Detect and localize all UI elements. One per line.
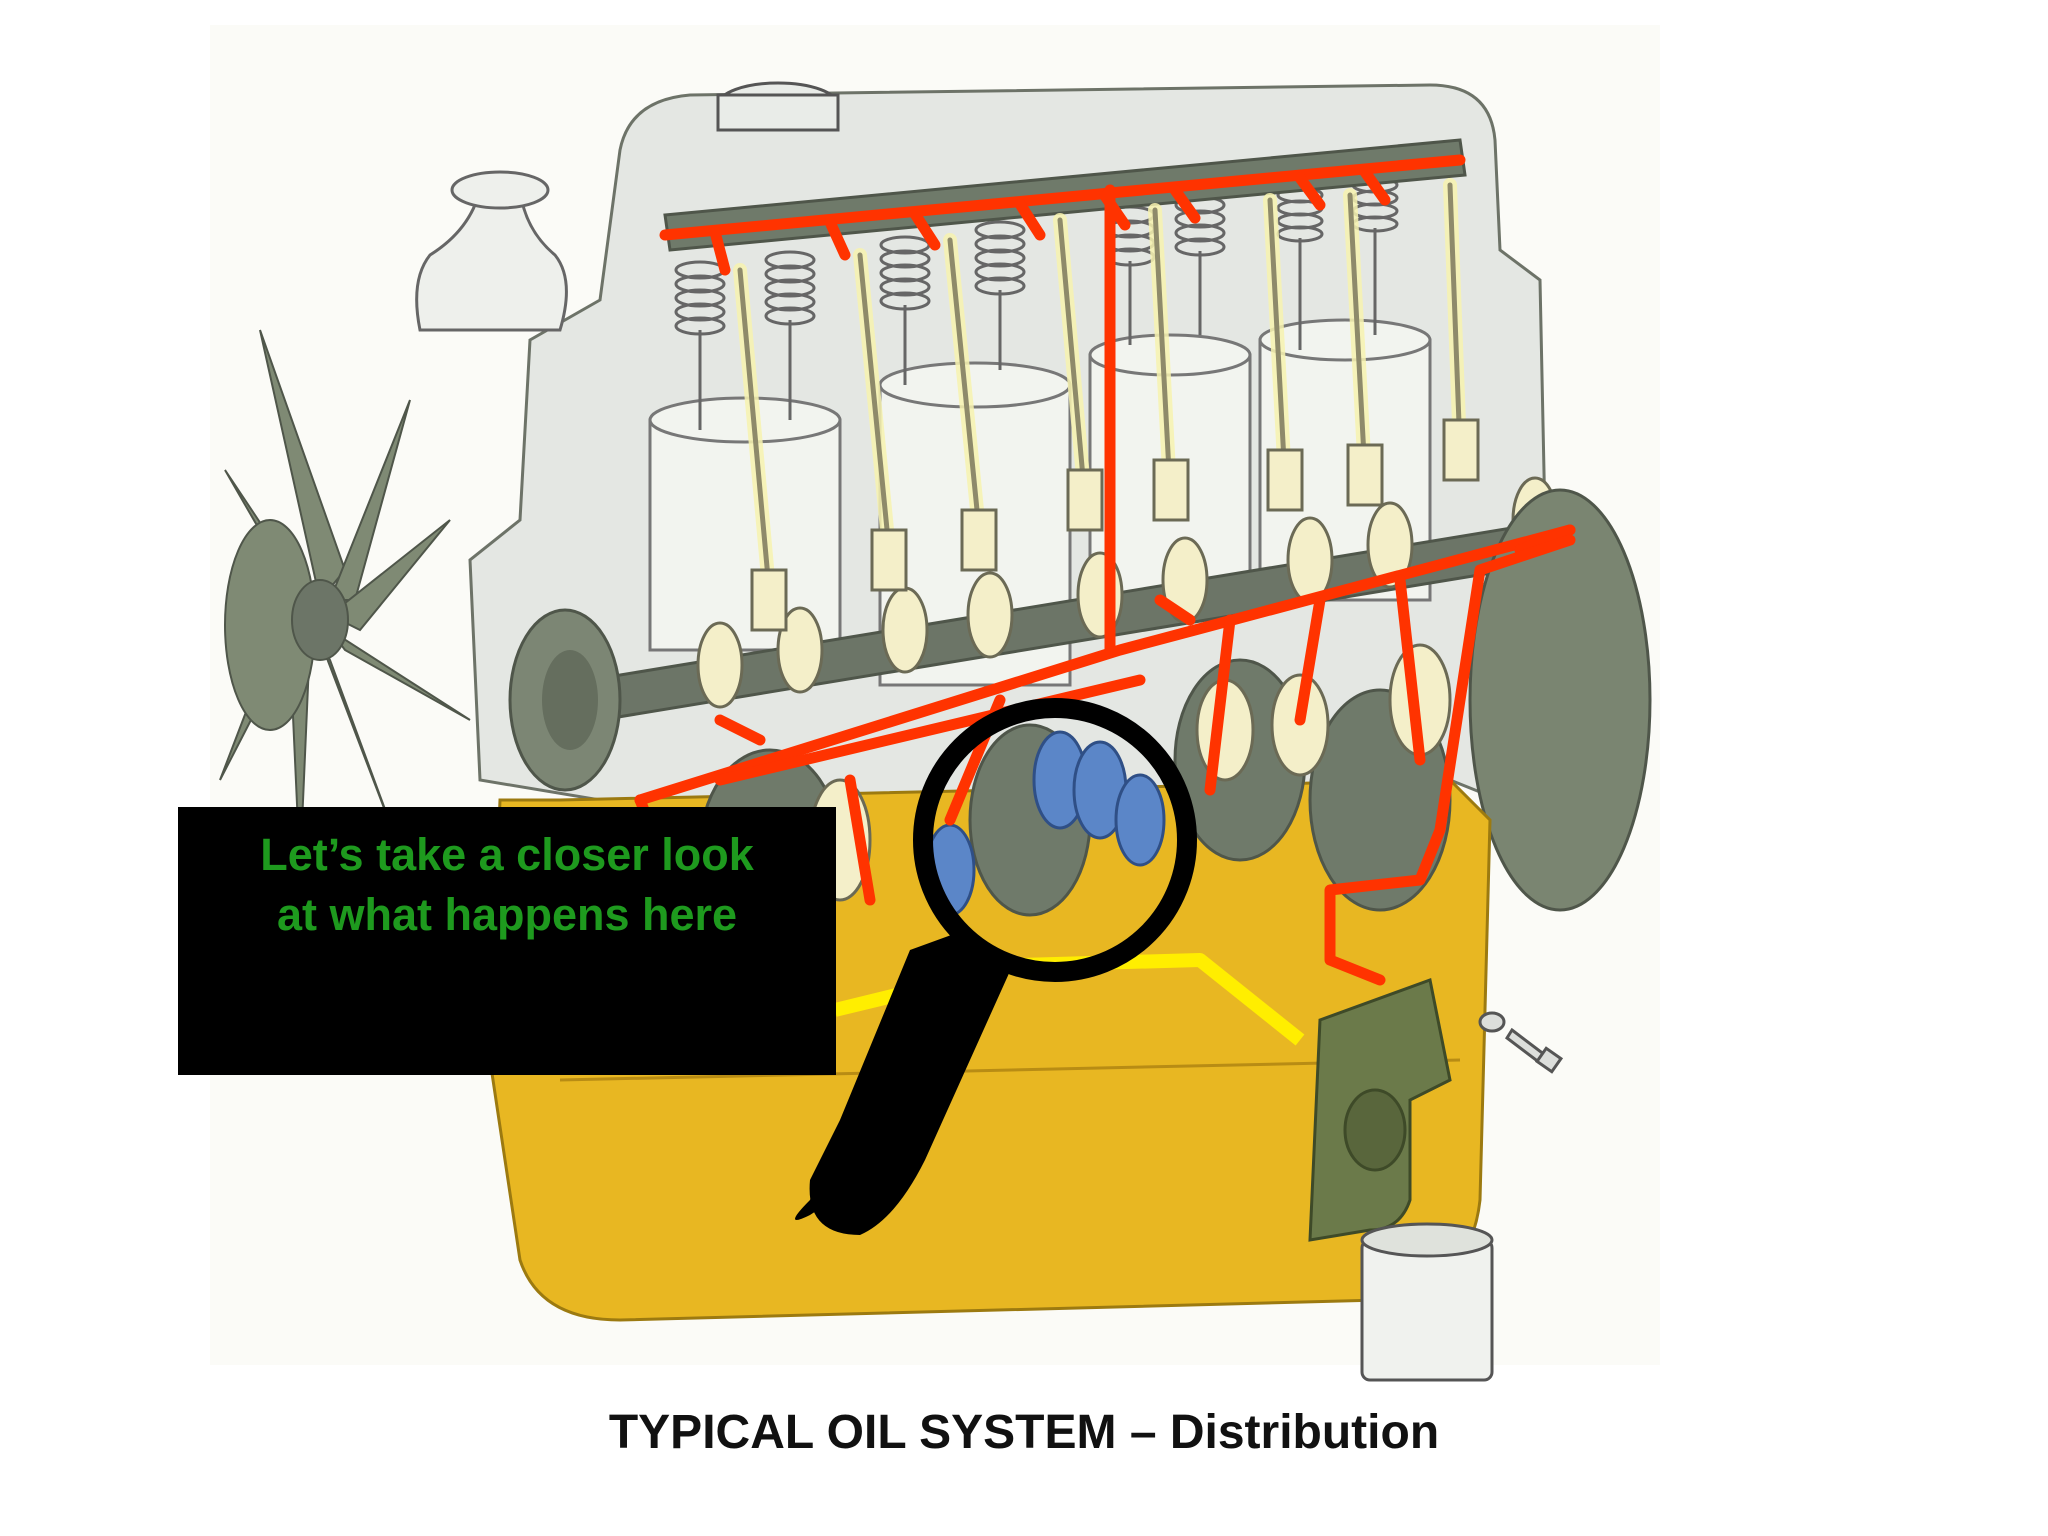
callout-text: Let’s take a closer look at what happens… (260, 829, 754, 940)
figure-caption: TYPICAL OIL SYSTEM – Distribution (608, 1406, 1440, 1459)
flywheel (1468, 488, 1652, 912)
callout-box: Let’s take a closer look at what happens… (178, 807, 836, 1075)
engine-fan-icon (219, 329, 471, 871)
oil-filter-icon (1308, 977, 1494, 1382)
pushrods (733, 178, 1467, 607)
bolt-icon (1478, 1011, 1564, 1074)
valve-springs (674, 176, 1399, 430)
magnifying-glass-icon (795, 698, 1197, 1235)
